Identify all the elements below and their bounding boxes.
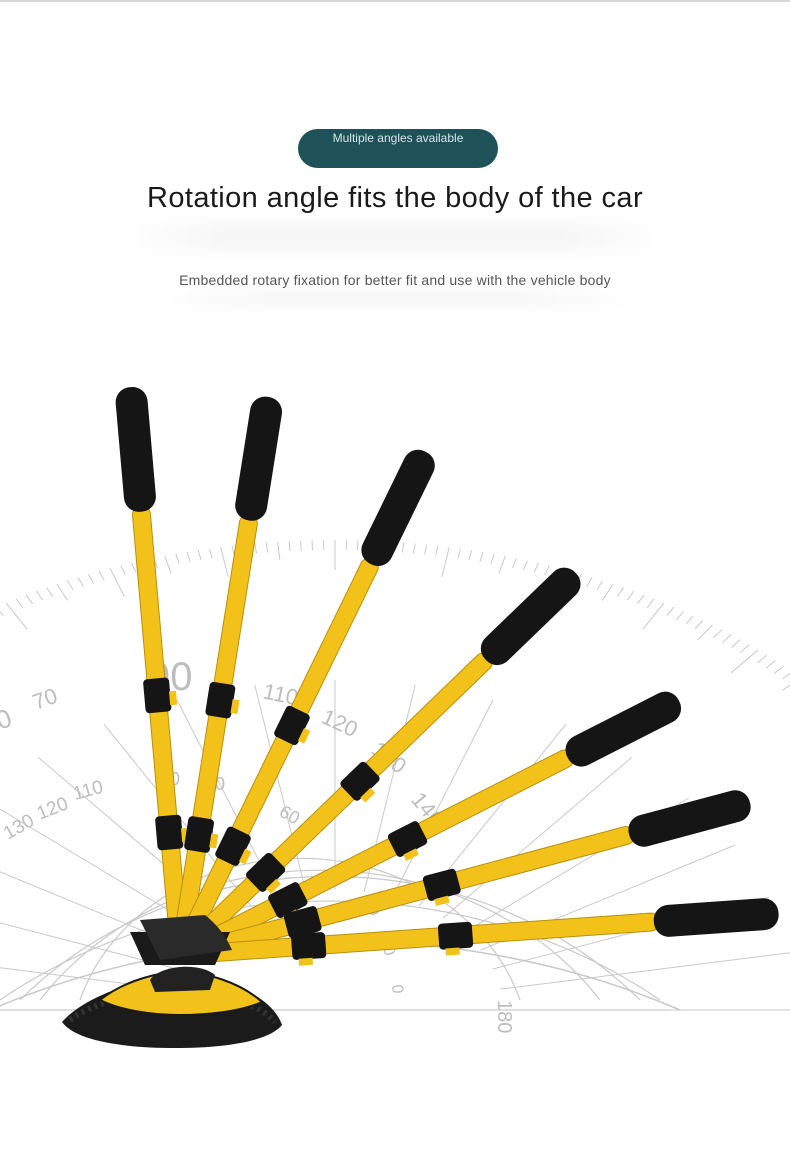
mop-head bbox=[62, 915, 282, 1048]
label-inner-0: 0 bbox=[388, 984, 406, 994]
headline-reflection bbox=[120, 222, 670, 252]
protractor-tick bbox=[25, 594, 34, 605]
protractor-tick bbox=[120, 565, 126, 576]
protractor-tick bbox=[265, 542, 269, 553]
protractor-spoke bbox=[442, 756, 633, 919]
protractor-tick bbox=[596, 580, 604, 591]
label-outer-70: 70 bbox=[29, 683, 61, 715]
protractor-tick bbox=[401, 542, 405, 553]
protractor-tick bbox=[757, 654, 768, 664]
protractor-tick bbox=[15, 598, 24, 608]
page-title: Rotation angle fits the body of the car bbox=[146, 182, 643, 214]
protractor-tick bbox=[642, 602, 665, 630]
protractor-tick bbox=[0, 610, 4, 617]
protractor-tick bbox=[66, 580, 74, 591]
protractor-tick bbox=[739, 644, 750, 653]
protractor-spoke bbox=[0, 922, 178, 970]
protractor-tick bbox=[435, 545, 439, 556]
protractor-tick bbox=[782, 684, 790, 691]
protractor-tick bbox=[636, 594, 645, 605]
mop-pole bbox=[195, 691, 682, 952]
protractor-spoke bbox=[254, 684, 307, 892]
protractor-tick bbox=[468, 550, 473, 561]
protractor-tick bbox=[46, 587, 54, 597]
protractor-tick bbox=[722, 634, 732, 643]
label-inner-130: 130 bbox=[0, 810, 38, 844]
protractor-tick bbox=[697, 624, 713, 641]
protractor-tick bbox=[412, 543, 416, 554]
mop-pole bbox=[182, 449, 435, 939]
angles-badge: Multiple angles available bbox=[298, 129, 498, 168]
protractor-tick bbox=[773, 665, 785, 674]
protractor-tick bbox=[197, 550, 202, 561]
protractor-tick bbox=[208, 548, 213, 559]
protractor-tick bbox=[782, 672, 790, 680]
product-illustration: 90 70 0 110 120 130 140 110 120 130 90 8… bbox=[0, 387, 790, 1048]
protractor-tick bbox=[254, 543, 258, 554]
protractor-tick bbox=[626, 590, 635, 601]
protractor-tick bbox=[109, 568, 125, 597]
protractor-tick bbox=[424, 544, 428, 555]
label-inner-120: 120 bbox=[34, 793, 71, 824]
protractor-tick bbox=[35, 590, 44, 601]
protractor-tick bbox=[220, 547, 229, 577]
mop-pole bbox=[199, 898, 779, 966]
protractor-tick bbox=[300, 540, 302, 551]
protractor-tick bbox=[713, 629, 723, 639]
protractor-tick bbox=[5, 602, 28, 630]
protractor-spoke bbox=[392, 699, 494, 898]
protractor-tick bbox=[731, 639, 741, 648]
protractor-tick bbox=[533, 562, 539, 573]
protractor-tick bbox=[498, 555, 506, 574]
protractor-tick bbox=[98, 570, 105, 581]
protractor-tick bbox=[457, 548, 462, 559]
mop-pole bbox=[198, 790, 751, 958]
angles-badge-label: Multiple angles available bbox=[332, 131, 464, 145]
label-inner-110: 110 bbox=[71, 777, 106, 805]
protractor-spoke bbox=[0, 967, 170, 990]
protractor-tick bbox=[479, 551, 484, 562]
protractor-tick bbox=[666, 606, 675, 617]
protractor-tick bbox=[522, 560, 528, 571]
protractor-tick bbox=[88, 573, 95, 584]
protractor-tick bbox=[685, 615, 694, 625]
protractor-tick bbox=[765, 660, 776, 669]
protractor-tick bbox=[512, 558, 517, 569]
protractor-tick bbox=[694, 620, 704, 629]
top-divider bbox=[0, 0, 790, 2]
mop-pole bbox=[174, 396, 283, 937]
label-mid-120: 120 bbox=[318, 704, 362, 742]
protractor-tick bbox=[186, 551, 191, 562]
protractor-tick bbox=[586, 577, 593, 587]
protractor-tick bbox=[131, 562, 137, 573]
protractor-tick bbox=[288, 541, 291, 552]
label-outer-180: 180 bbox=[493, 1000, 515, 1033]
protractor-tick bbox=[544, 565, 550, 576]
protractor-tick bbox=[602, 583, 614, 601]
subline-reflection bbox=[150, 290, 640, 308]
protractor-tick bbox=[675, 611, 685, 621]
protractor-tick bbox=[277, 541, 281, 560]
protractor-tick bbox=[730, 649, 759, 674]
protractor-tick bbox=[56, 583, 68, 601]
label-inner-60: 60 bbox=[276, 801, 303, 828]
protractor-tick bbox=[175, 553, 180, 564]
protractor-tick bbox=[646, 598, 655, 608]
car-wash-mop-icon bbox=[62, 387, 779, 1048]
protractor-tick bbox=[616, 587, 624, 597]
page-subtitle: Embedded rotary fixation for better fit … bbox=[179, 272, 611, 288]
protractor-tick bbox=[164, 555, 172, 574]
protractor-tick bbox=[77, 577, 84, 587]
label-outer-0: 0 bbox=[0, 702, 16, 735]
protractor-spoke bbox=[500, 952, 790, 990]
protractor-tick bbox=[441, 547, 450, 577]
protractor-tick bbox=[490, 553, 495, 564]
